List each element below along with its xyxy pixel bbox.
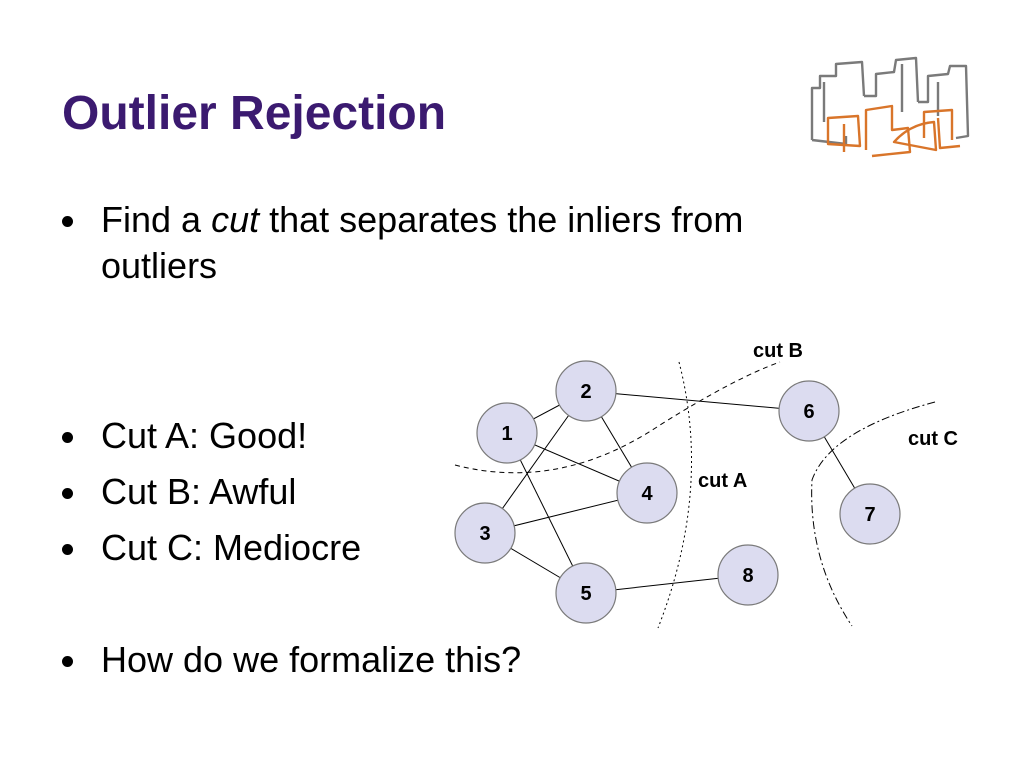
graph-edge xyxy=(484,532,587,594)
node-label: 7 xyxy=(864,504,875,526)
bullet-dot xyxy=(62,544,73,555)
graph-node-6: 6 xyxy=(778,380,840,442)
bullet-dot xyxy=(62,656,73,667)
bullet-text-emphasis: cut xyxy=(211,199,260,240)
graph-node-7: 7 xyxy=(839,483,901,545)
bullet-dot xyxy=(62,432,73,443)
cut-a-line xyxy=(657,361,692,629)
bullet-text: How do we formalize this? xyxy=(101,639,522,680)
cut-b-label: cut B xyxy=(753,340,803,362)
node-circle xyxy=(616,462,678,524)
cut-b-line xyxy=(454,361,781,474)
graph-node-8: 8 xyxy=(717,544,779,606)
node-circle xyxy=(717,544,779,606)
graph-node-3: 3 xyxy=(454,502,516,564)
cut-c-line xyxy=(811,401,936,627)
bullet-dot xyxy=(62,216,73,227)
node-circle xyxy=(476,402,538,464)
bullet-text-line2: outliers xyxy=(101,245,218,286)
node-label: 6 xyxy=(803,401,814,423)
city-skyline-logo xyxy=(810,56,970,158)
node-circle xyxy=(454,502,516,564)
bullet-find-cut: Find a cut that separates the inliers fr… xyxy=(62,198,922,288)
node-label: 4 xyxy=(641,483,653,505)
bullet-cut-a: Cut A: Good! xyxy=(62,414,422,458)
cut-c-label: cut C xyxy=(908,428,958,450)
graph-nodes: 1 2 3 4 5 6 7 8 xyxy=(454,360,901,624)
bullet-text: Cut B: Awful xyxy=(101,471,297,512)
node-label: 5 xyxy=(580,583,591,605)
node-circle xyxy=(555,360,617,422)
graph-edge xyxy=(506,432,587,594)
slide-title: Outlier Rejection xyxy=(62,87,447,140)
cut-a-label: cut A xyxy=(698,470,747,492)
bullet-text: Cut C: Mediocre xyxy=(101,527,362,568)
graph-edge xyxy=(506,432,648,494)
graph-edge xyxy=(585,390,648,494)
graph-node-2: 2 xyxy=(555,360,617,422)
bullet-cut-b: Cut B: Awful xyxy=(62,470,422,514)
node-circle xyxy=(839,483,901,545)
bullet-dot xyxy=(62,488,73,499)
bullet-cut-c: Cut C: Mediocre xyxy=(62,526,442,570)
node-label: 8 xyxy=(742,565,753,587)
node-circle xyxy=(555,562,617,624)
node-label: 1 xyxy=(501,423,512,445)
graph-edge xyxy=(808,410,871,515)
graph-node-5: 5 xyxy=(555,562,617,624)
bullet-text-pre: Find a xyxy=(101,199,212,240)
graph-node-4: 4 xyxy=(616,462,678,524)
graph-edge xyxy=(506,390,587,434)
graph-edge xyxy=(484,390,587,534)
bullet-text: Cut A: Good! xyxy=(101,415,308,456)
graph-edge xyxy=(585,390,810,412)
node-circle xyxy=(778,380,840,442)
bullet-text-post: that separates the inliers from xyxy=(259,199,744,240)
graph-node-1: 1 xyxy=(476,402,538,464)
bullet-text: Find a cut that separates the inliers fr… xyxy=(101,198,743,242)
graph-edge xyxy=(484,492,648,534)
node-label: 3 xyxy=(479,523,490,545)
node-label: 2 xyxy=(580,381,591,403)
graph-edges xyxy=(484,390,871,594)
bullet-formalize: How do we formalize this? xyxy=(62,638,642,682)
graph-edge xyxy=(585,574,749,594)
